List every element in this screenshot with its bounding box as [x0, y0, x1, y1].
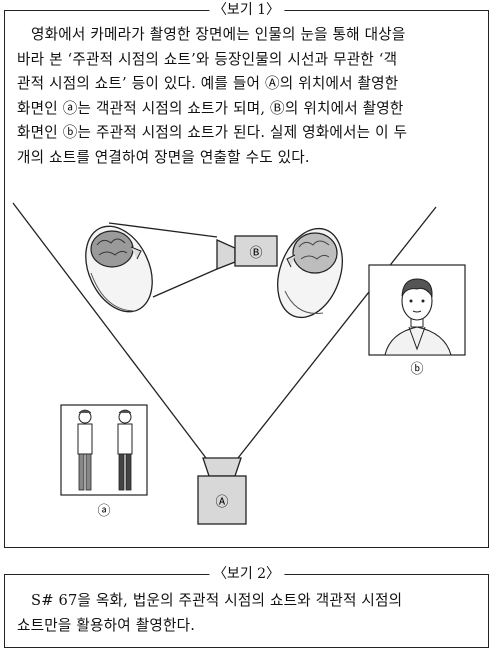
text-line: 화면인 ⓐ는 객관적 시점의 쇼트가 되며, Ⓑ의 위치에서 촬영한 — [17, 99, 404, 117]
camera-a-icon: Ⓐ — [197, 457, 247, 525]
text-line: 화면인 ⓑ는 주관적 시점의 쇼트가 된다. 실제 영화에서는 이 두 — [17, 124, 408, 141]
camera-a-label: Ⓐ — [215, 495, 228, 510]
frame-a-two-shot: ⓐ — [60, 404, 148, 519]
box-2-paragraph: S# 67을 옥화, 법운의 주관적 시점의 쇼트와 객관적 시점의 쇼트만을 … — [17, 589, 478, 638]
camera-b-label: Ⓑ — [249, 246, 262, 261]
box-1-paragraph: 영화에서 카메라가 촬영한 장면에는 인물의 눈을 통해 대상을 바라 본 ‘주… — [17, 23, 478, 170]
text-line: 개의 쇼트를 연결하여 장면을 연출할 수도 있다. — [17, 148, 310, 166]
camera-b-field-of-view — [108, 222, 218, 298]
example-box-1: 〈보기 1〉 영화에서 카메라가 촬영한 장면에는 인물의 눈을 통해 대상을 … — [4, 2, 489, 548]
box-2-title: 〈보기 2〉 — [208, 566, 285, 582]
camera-a-field-of-view — [12, 202, 437, 459]
text-line: 바라 본 ‘주관적 시점의 쇼트’와 등장인물의 시선과 무관한 ‘객 — [17, 50, 398, 68]
text-line: 쇼트만을 활용하여 촬영한다. — [17, 616, 196, 634]
text-line: 관적 시점의 쇼트’ 등이 있다. 예를 들어 Ⓐ의 위치에서 촬영한 — [17, 75, 399, 92]
example-box-2: 〈보기 2〉 S# 67을 옥화, 법운의 주관적 시점의 쇼트와 객관적 시점… — [4, 566, 489, 648]
frame-b-label: ⓑ — [410, 362, 423, 377]
frame-b-closeup: ⓑ — [368, 264, 466, 377]
person-right-top-view — [277, 227, 343, 319]
text-line: S# 67을 옥화, 법운의 주관적 시점의 쇼트와 객관적 시점의 — [31, 592, 403, 609]
camera-shot-diagram: Ⓑ ⓑ — [12, 202, 466, 525]
text-line: 영화에서 카메라가 촬영한 장면에는 인물의 눈을 통해 대상을 — [31, 26, 406, 43]
camera-b-icon: Ⓑ — [216, 235, 278, 270]
person-left-top-view — [85, 225, 153, 313]
box-1-title: 〈보기 1〉 — [208, 2, 285, 18]
frame-a-label: ⓐ — [97, 504, 110, 519]
